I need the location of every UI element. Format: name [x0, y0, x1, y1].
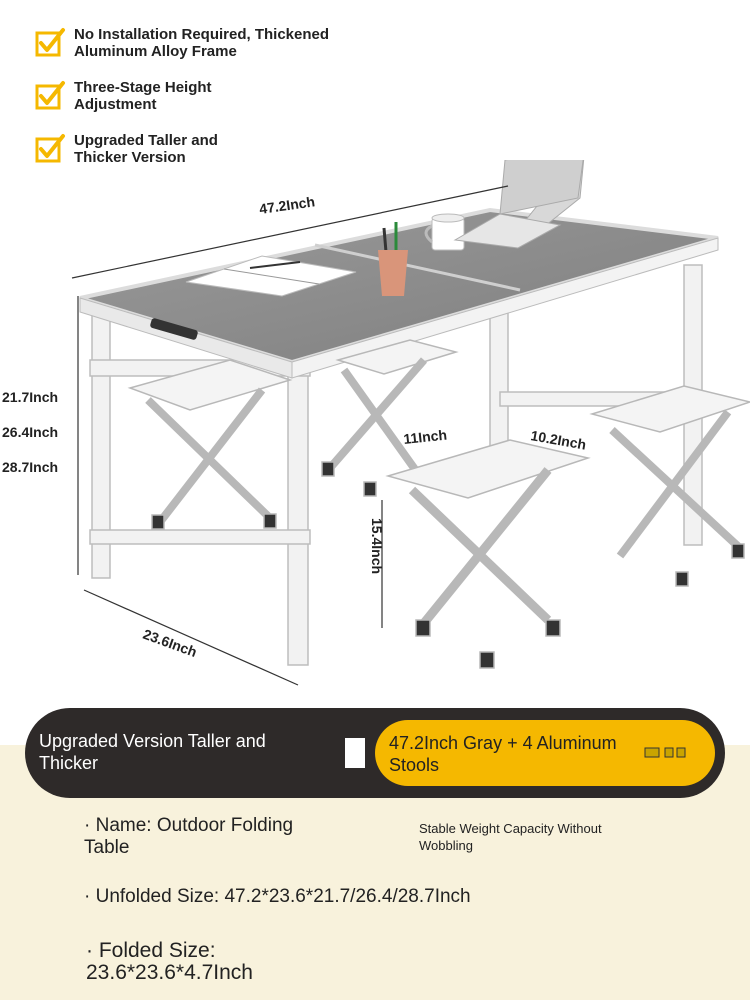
feature-item: No Installation Required, Thickened Alum… — [34, 26, 344, 60]
stool-back-left — [127, 359, 293, 530]
stool-front — [385, 439, 591, 669]
feature-item: Three-Stage Height Adjustment — [34, 79, 344, 113]
dimension-length: 47.2Inch — [258, 193, 316, 217]
feature-text: Upgraded Taller and Thicker Version — [74, 132, 218, 166]
pen-cup-illustration — [378, 222, 408, 296]
book-illustration — [185, 255, 357, 297]
checkbox-check-icon — [35, 134, 65, 163]
variant-option-upgraded[interactable]: Upgraded Version Taller and Thicker — [39, 731, 266, 773]
checkbox-check-icon — [35, 28, 65, 57]
stool-back-middle — [321, 339, 459, 497]
feature-item: Upgraded Taller and Thicker Version — [34, 132, 344, 166]
dimension-lines — [71, 185, 509, 686]
product-illustration: 47.2Inch 21.7Inch 26.4Inch 28.7Inch 23.6… — [2, 160, 750, 686]
dimension-height-3: 28.7Inch — [2, 459, 58, 475]
dimension-height-2: 26.4Inch — [2, 424, 58, 440]
feature-list: No Installation Required, Thickened Alum… — [34, 26, 344, 185]
variant-selector: Upgraded Version Taller and Thicker 47.2… — [25, 708, 725, 798]
variant-swatch — [345, 738, 365, 768]
dimension-height-1: 21.7Inch — [2, 389, 58, 405]
variant-option-gray-stools[interactable]: 47.2Inch Gray + 4 Aluminum Stools — [375, 720, 715, 786]
dimension-depth: 23.6Inch — [141, 626, 199, 660]
laptop-illustration — [453, 160, 585, 249]
feature-text: Three-Stage Height Adjustment — [74, 79, 212, 113]
spec-folded-size: · Folded Size: 23.6*23.6*4.7Inch — [86, 939, 253, 984]
spec-capacity: Stable Weight Capacity Without Wobbling — [419, 821, 602, 853]
variant-option-label: 47.2Inch Gray + 4 Aluminum Stools — [389, 733, 617, 775]
spec-product-name: · Name: Outdoor Folding Table — [84, 815, 294, 858]
dimension-stool-height: 15.4Inch — [369, 518, 385, 574]
stool-right — [589, 385, 750, 587]
feature-text: No Installation Required, Thickened Alum… — [74, 26, 330, 60]
checkbox-check-icon — [35, 81, 65, 110]
spec-unfolded-size: · Unfolded Size: 47.2*23.6*21.7/26.4/28.… — [84, 886, 471, 907]
table-stools-icon — [644, 747, 686, 758]
mug-illustration — [424, 213, 465, 251]
dimension-stool-width: 11Inch — [403, 427, 448, 447]
